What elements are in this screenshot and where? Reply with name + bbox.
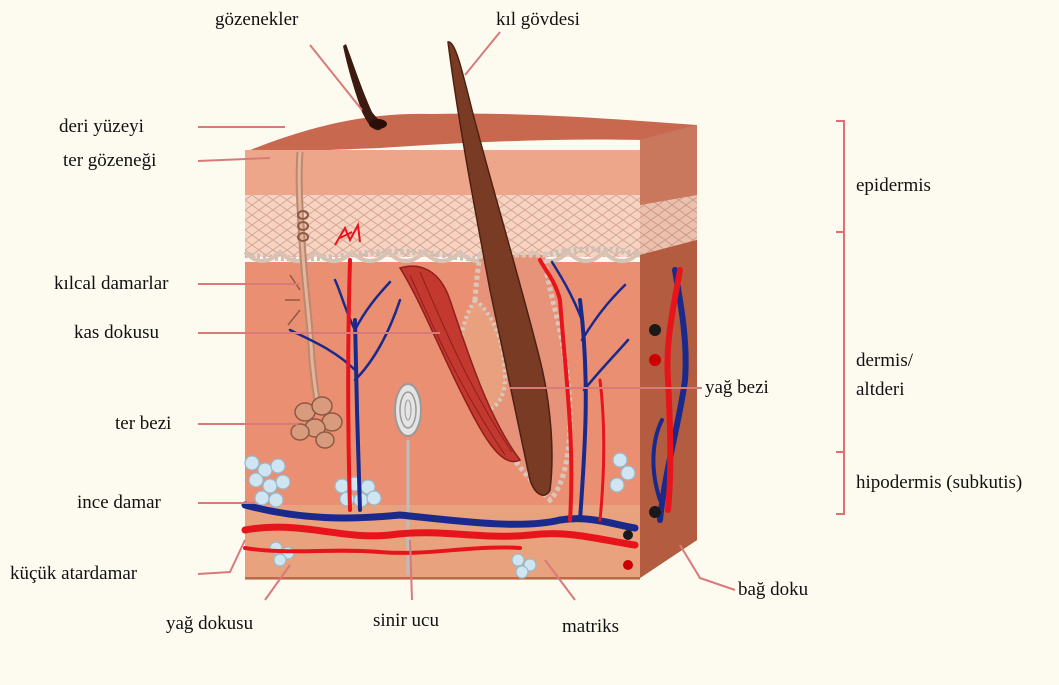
label-deri-yuzeyi: deri yüzeyi [59, 116, 144, 138]
label-dermis: dermis/ [856, 350, 913, 372]
label-yag-bezi: yağ bezi [705, 377, 769, 399]
label-hipodermis: hipodermis (subkutis) [856, 472, 1022, 494]
label-epidermis: epidermis [856, 175, 931, 197]
label-altderi: altderi [856, 379, 905, 401]
label-kil-govdesi: kıl gövdesi [496, 9, 580, 31]
label-yag-dokusu: yağ dokusu [166, 613, 253, 635]
label-ter-bezi: ter bezi [115, 413, 171, 435]
label-kucuk-atardamar: küçük atardamar [10, 563, 137, 585]
label-ince-damar: ince damar [77, 492, 161, 514]
layer-brackets [836, 121, 844, 514]
label-sinir-ucu: sinir ucu [373, 610, 439, 632]
label-bag-doku: bağ doku [738, 579, 808, 601]
pore-hair [343, 44, 382, 130]
label-ter-gozenegi: ter gözeneği [63, 150, 156, 172]
label-kas-dokusu: kas dokusu [74, 322, 159, 344]
label-gozenekler: gözenekler [215, 9, 298, 31]
label-matriks: matriks [562, 616, 619, 638]
label-kilcal-damarlar: kılcal damarlar [54, 273, 168, 295]
